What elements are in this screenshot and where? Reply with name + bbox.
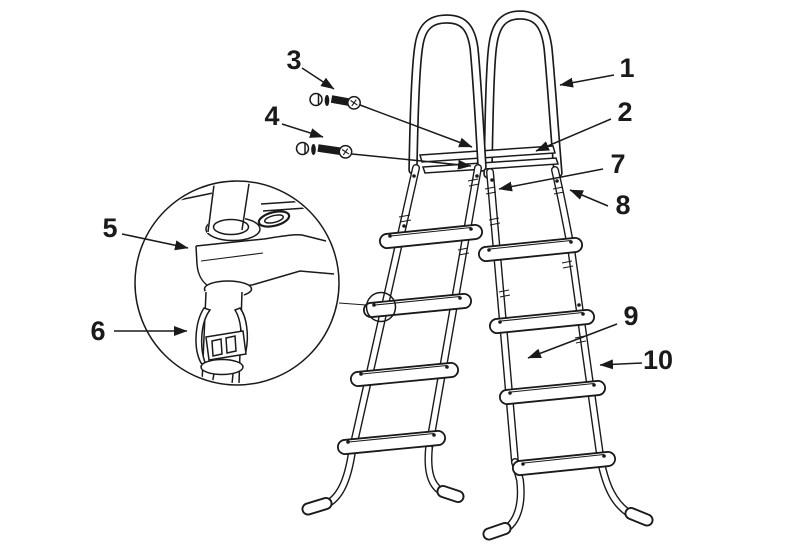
leader-line-1 — [559, 74, 615, 88]
ladder-platform — [419, 145, 560, 174]
leader-line-8 — [569, 189, 609, 207]
part-label-7: 7 — [610, 149, 625, 179]
part-label-3: 3 — [286, 45, 301, 75]
inset-upper-tube — [207, 183, 216, 233]
washer — [324, 94, 330, 107]
back-ladder-rivets — [487, 178, 606, 466]
dome-nut — [309, 92, 323, 107]
dome-nut — [295, 141, 310, 156]
part-label-4: 4 — [264, 101, 279, 131]
leader-line-5 — [121, 233, 189, 251]
part-label-5: 5 — [102, 213, 117, 243]
magnified-area-circle — [365, 291, 397, 323]
washer — [311, 143, 316, 156]
inset-connector-line — [338, 302, 367, 306]
leader-line-10 — [599, 359, 643, 370]
locking-latch — [195, 307, 249, 376]
inset-detail-drawing — [173, 183, 335, 383]
leader-line-2 — [535, 118, 612, 152]
leader-lines — [114, 67, 643, 370]
part-label-8: 8 — [615, 190, 630, 220]
fastener-screw-4 — [295, 141, 353, 159]
back-ladder-side — [478, 10, 654, 541]
screw-4-to-frame-line — [351, 153, 472, 170]
front-ladder-steps — [337, 224, 483, 455]
leader-line-4 — [281, 123, 324, 138]
part-label-10: 10 — [643, 345, 673, 375]
leader-line-3 — [301, 67, 335, 90]
leader-line-7 — [498, 168, 604, 192]
front-ladder-rivets — [346, 174, 479, 444]
fastener-screw-3 — [309, 92, 361, 110]
leader-line-9 — [527, 323, 618, 359]
part-label-6: 6 — [90, 316, 105, 346]
screw-3-to-frame-line — [359, 104, 473, 148]
ring-clip — [257, 210, 291, 228]
part-label-1: 1 — [619, 53, 634, 83]
back-leg-joint-ticks — [484, 186, 587, 344]
back-ladder-steps — [478, 237, 616, 476]
front-ladder-side — [301, 14, 487, 516]
platform-strip-bottom — [421, 157, 560, 174]
detail-inset — [134, 180, 397, 386]
bolt-shaft — [317, 144, 343, 156]
platform-strip-top — [419, 145, 556, 163]
part-label-9: 9 — [623, 301, 638, 331]
part-labels: 1 2 3 4 5 6 7 8 9 10 — [90, 45, 673, 375]
platform-corner-block — [196, 235, 334, 288]
front-leg-joint-ticks — [398, 178, 480, 256]
part-label-2: 2 — [617, 97, 632, 127]
